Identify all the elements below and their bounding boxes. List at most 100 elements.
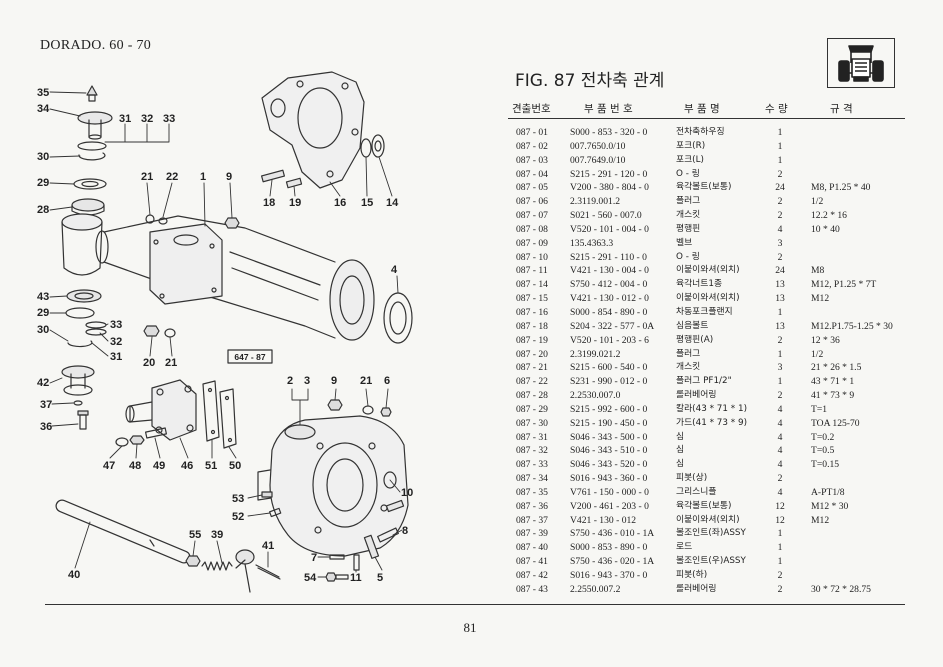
bolt-8 <box>377 527 399 543</box>
cell-name: 심 <box>676 431 685 442</box>
cell-part-no: S000 - 854 - 890 - 0 <box>570 306 648 318</box>
cell-name: 벨브 <box>676 237 693 248</box>
cell-no: 087 - 41 <box>516 556 548 568</box>
cell-no: 087 - 05 <box>516 182 548 194</box>
bolt-36-shank <box>79 414 87 430</box>
leader-line <box>192 540 269 568</box>
gasket-hole <box>224 395 230 401</box>
leader-line <box>49 182 75 185</box>
cell-qty: 2 <box>777 251 783 263</box>
bolt-36 <box>77 410 89 430</box>
gasket-hole <box>210 429 216 435</box>
callout-9-lower: 9 <box>331 375 337 387</box>
bearing-lower-outer <box>66 289 102 303</box>
tractor-right-wheel <box>872 60 884 82</box>
fork-lower-stub <box>257 469 272 501</box>
callout-31: 31 <box>119 113 131 125</box>
callout-42: 42 <box>37 377 49 389</box>
cell-name: 이붙이와셔(외치) <box>676 293 740 304</box>
callout-6: 6 <box>384 375 390 387</box>
cell-part-no: 2.3199.021.2 <box>570 348 621 360</box>
callout-29-lower: 29 <box>37 307 49 319</box>
table-row: 087 - 30 S215 - 190 - 450 - 0 가드(41 * 73 *… <box>508 417 905 431</box>
tractor-cab-frame <box>850 52 872 63</box>
cell-qty: 4 <box>777 459 783 471</box>
cell-qty: 4 <box>777 417 783 429</box>
cell-name: 플러그 <box>676 196 701 207</box>
fork-hole <box>326 170 334 178</box>
pivot-upper-end <box>88 134 102 140</box>
callout-37: 37 <box>40 399 52 411</box>
tractor-cab-roof <box>848 45 874 53</box>
cell-name: 육각볼트(보통) <box>676 182 732 193</box>
shim-stack-upper <box>77 141 107 151</box>
bolt-54 <box>325 572 349 582</box>
callout-40: 40 <box>68 569 80 581</box>
cell-no: 087 - 18 <box>516 320 548 332</box>
col-header-no: 견출번호 <box>512 103 551 115</box>
callout-33-lower: 33 <box>110 319 122 331</box>
cell-no: 087 - 40 <box>516 542 548 554</box>
leader-lines <box>49 91 403 578</box>
shim-lower-a <box>85 321 107 329</box>
cell-no: 087 - 16 <box>516 306 548 318</box>
cell-spec: M8, P1.25 * 40 <box>811 182 871 194</box>
cell-no: 087 - 31 <box>516 431 548 443</box>
callout-50: 50 <box>229 460 241 472</box>
callout-21-lower: 21 <box>165 357 177 369</box>
model-badge <box>827 38 895 88</box>
cell-name: 포크(L) <box>676 154 704 165</box>
cell-spec: T=0.5 <box>811 445 835 457</box>
callout-7: 7 <box>311 552 317 564</box>
cell-part-no: S215 - 291 - 110 - 0 <box>570 251 647 263</box>
pivot-lower-base <box>63 384 93 396</box>
housing-right-end <box>329 259 375 341</box>
ball-joint-arm <box>235 559 246 569</box>
cell-no: 087 - 30 <box>516 417 548 429</box>
gasket-hole <box>207 387 213 393</box>
stud-49 <box>144 427 168 439</box>
cell-no: 087 - 10 <box>516 251 548 263</box>
cell-part-no: 2.2530.007.0 <box>570 390 621 402</box>
cell-spec: M12 <box>811 293 830 305</box>
exploded-parts-diagram: 647 - 87 35 34 31 32 33 30 29 28 21 22 1… <box>37 71 413 593</box>
cell-part-no: S016 - 943 - 370 - 0 <box>570 570 648 581</box>
cell-spec: TOA 125-70 <box>811 417 860 429</box>
cell-part-no: S204 - 322 - 577 - 0A <box>570 320 655 332</box>
cell-part-no: V200 - 461 - 203 - 0 <box>570 500 649 512</box>
callout-48: 48 <box>129 460 141 472</box>
callout-49: 49 <box>153 460 165 472</box>
cell-part-no: 2.2550.007.2 <box>570 583 621 595</box>
fork-lower-housing <box>257 415 409 557</box>
callout-32-lower: 32 <box>110 336 122 348</box>
cell-spec: 41 * 73 * 9 <box>811 390 855 402</box>
ball-joint-head <box>235 549 255 565</box>
cell-no: 087 - 42 <box>516 570 548 581</box>
col-header-spec: 규 격 <box>830 103 853 115</box>
flange-tube <box>129 401 153 423</box>
cell-name: 가드(41 * 73 * 9) <box>676 417 748 428</box>
cell-no: 087 - 35 <box>516 486 548 498</box>
tractor-bumper <box>853 76 869 82</box>
callout-28: 28 <box>37 204 49 216</box>
callout-20: 20 <box>143 357 155 369</box>
cell-qty: 13 <box>775 293 785 305</box>
fork-hole <box>351 128 359 136</box>
cell-spec: T=1 <box>811 403 828 415</box>
plug-lower <box>143 325 160 337</box>
cell-qty: 1 <box>777 556 783 568</box>
cell-spec: 21 * 26 * 1.5 <box>811 362 862 374</box>
cell-part-no: S231 - 990 - 012 - 0 <box>570 376 648 388</box>
gasket-hole <box>227 437 233 443</box>
housing-top-edge <box>103 215 336 263</box>
page-number: 81 <box>463 620 477 635</box>
cell-part-no: S215 - 190 - 450 - 0 <box>570 417 648 429</box>
